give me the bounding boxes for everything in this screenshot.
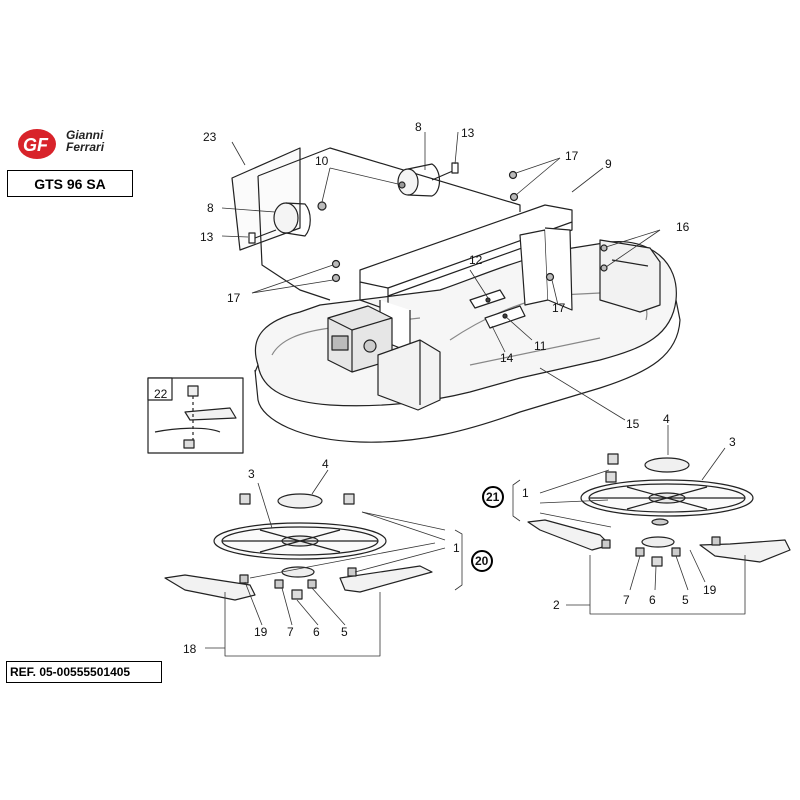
callout-10: 10 — [315, 154, 329, 168]
callout-4-left: 4 — [322, 457, 329, 471]
reference-label: REF. 05-00555501405 — [6, 661, 162, 683]
callout-23: 23 — [203, 130, 217, 144]
brand-name-line1: Gianni — [66, 128, 104, 142]
callout-6-left: 6 — [313, 625, 320, 639]
callout-15: 15 — [626, 417, 640, 431]
callout-4-right: 4 — [663, 412, 670, 426]
callout-5-right: 5 — [682, 593, 689, 607]
callout-3-right: 3 — [729, 435, 736, 449]
callout-20-circle — [471, 550, 493, 572]
callout-20: 20 — [475, 554, 489, 568]
callout-labels: 23 8 13 10 17 9 8 13 16 12 17 17 11 14 1… — [154, 120, 736, 656]
callout-13-top: 13 — [461, 126, 475, 140]
right-blade-assembly — [527, 453, 791, 567]
callout-21-circle — [482, 486, 504, 508]
callout-19-left: 19 — [254, 625, 268, 639]
callout-8-top: 8 — [415, 120, 422, 134]
callout-17-top: 17 — [565, 149, 579, 163]
mounting-frame — [359, 204, 573, 353]
callout-22: 22 — [154, 387, 168, 401]
callout-7-left: 7 — [287, 625, 294, 639]
callout-1-left: 1 — [453, 541, 460, 555]
callout-13-left: 13 — [200, 230, 214, 244]
callout-1-top: 1 — [522, 486, 529, 500]
callout-6-right: 6 — [649, 593, 656, 607]
callout-12: 12 — [469, 253, 483, 267]
brand-name-line2: Ferrari — [66, 140, 105, 154]
callout-7-right: 7 — [623, 593, 630, 607]
callout-21: 21 — [486, 490, 500, 504]
callout-18: 18 — [183, 642, 197, 656]
callout-14: 14 — [500, 351, 514, 365]
bracket-assembly — [469, 289, 526, 329]
right-pulley-housing — [599, 239, 661, 313]
callout-17-mid: 17 — [552, 301, 566, 315]
inset-22 — [147, 377, 244, 454]
callout-19-right: 19 — [703, 583, 717, 597]
callout-16: 16 — [676, 220, 690, 234]
leader-lines — [205, 131, 746, 657]
nut-10-pair — [317, 181, 406, 211]
callout-2: 2 — [553, 598, 560, 612]
logo-emblem — [18, 129, 56, 159]
logo-letters: GF — [23, 135, 49, 155]
gianni-ferrari-logo: GF — [18, 129, 56, 159]
callout-17-left: 17 — [227, 291, 241, 305]
brand-name: Gianni Ferrari — [66, 129, 104, 153]
rear-roller-left — [248, 202, 311, 244]
callout-8-left: 8 — [207, 201, 214, 215]
rear-roller-right — [397, 162, 459, 197]
callout-11: 11 — [534, 339, 547, 353]
nut-17-group — [331, 170, 608, 283]
gearbox — [327, 305, 393, 373]
left-pulley-housing — [377, 339, 441, 411]
callout-3-left: 3 — [248, 467, 255, 481]
callout-9: 9 — [605, 157, 612, 171]
left-blade-assembly — [164, 493, 433, 601]
callout-5-left: 5 — [341, 625, 348, 639]
model-label: GTS 96 SA — [7, 170, 133, 197]
